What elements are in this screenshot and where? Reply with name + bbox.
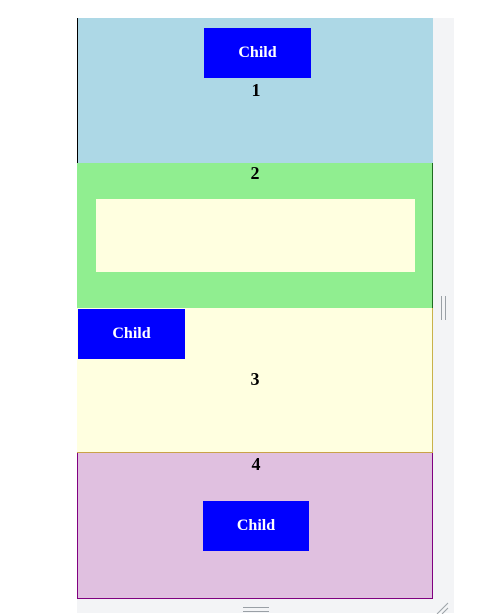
section-4-number: 4 bbox=[251, 454, 261, 474]
section-3-number: 3 bbox=[250, 369, 260, 389]
section-2: 2 bbox=[77, 163, 433, 308]
inner-panel bbox=[96, 199, 415, 272]
preview-frame: Child 1 2 Child 3 4 Child bbox=[77, 18, 454, 614]
child-box-3: Child bbox=[78, 309, 185, 359]
horizontal-resize-handle[interactable] bbox=[243, 607, 269, 612]
resize-grip-icon[interactable] bbox=[435, 602, 449, 614]
section-4: 4 Child bbox=[77, 453, 433, 599]
section-1: Child 1 bbox=[77, 18, 433, 163]
section-2-number: 2 bbox=[250, 163, 260, 183]
vertical-resize-handle[interactable] bbox=[441, 296, 446, 320]
child-box-1: Child bbox=[204, 28, 311, 78]
child-box-4: Child bbox=[203, 501, 309, 551]
section-3: Child 3 bbox=[77, 308, 433, 453]
section-1-number: 1 bbox=[251, 80, 261, 100]
